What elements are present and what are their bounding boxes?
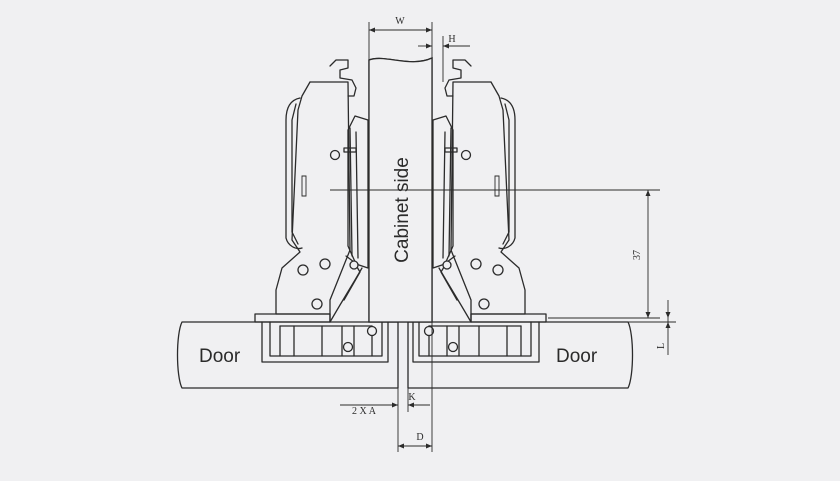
dimension-37 (330, 189, 660, 319)
label-w: W (395, 16, 405, 27)
label-37: 37 (632, 250, 643, 260)
dimension-h (418, 36, 470, 82)
dimension-l (628, 300, 676, 355)
hinge-left (254, 59, 389, 363)
label-k: K (408, 392, 416, 403)
door-left-label: Door (199, 346, 241, 367)
label-2xa: 2 X A (352, 406, 377, 417)
door-right (407, 321, 634, 389)
hinge-right (412, 59, 547, 363)
door-right-label: Door (556, 346, 598, 367)
door-left (176, 321, 399, 389)
cabinet-side-label: Cabinet side (392, 157, 413, 263)
dimension-w (368, 22, 433, 60)
dimension-k (340, 322, 433, 452)
label-l: L (656, 343, 667, 349)
label-d: D (416, 432, 423, 443)
label-h: H (448, 34, 455, 45)
dimension-d (398, 443, 432, 449)
